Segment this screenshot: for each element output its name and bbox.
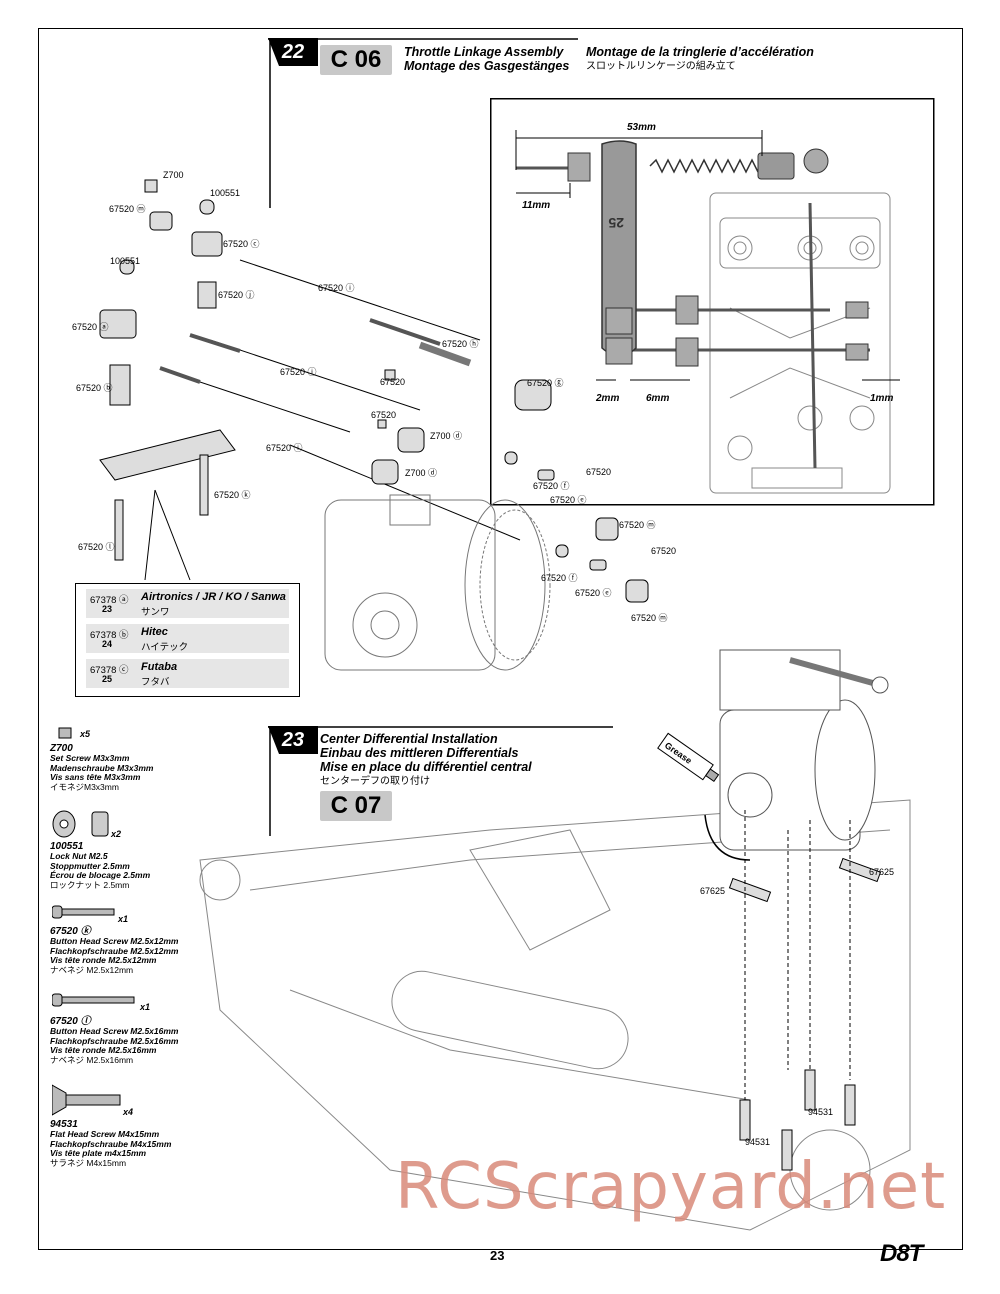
watermark: RCScrapyard.net <box>395 1150 947 1224</box>
step-23-header-rules <box>268 726 613 836</box>
label-67520j: 67520 ⓙ <box>218 290 255 300</box>
part-67520l: 67520 ⓛ Button Head Screw M2.5x16mm Flac… <box>50 1016 179 1065</box>
label-67520i-1: 67520 ⓘ <box>318 283 355 293</box>
step-22-header-rule <box>269 38 271 208</box>
label-94531-1: 94531 <box>808 1107 834 1117</box>
label-67520l: 67520 ⓛ <box>78 542 115 552</box>
flat-head-screw-icon <box>52 1084 121 1116</box>
label-z700-5: 67520 <box>651 546 677 556</box>
chassis-diagram <box>199 649 911 1231</box>
label-z700-4: 67520 <box>586 467 612 477</box>
label-67520m-1: 67520 ⓜ <box>109 204 146 214</box>
label-67520i-2: 67520 ⓘ <box>280 367 317 377</box>
dim-11mm: 11mm <box>522 200 551 211</box>
label-67520a: 67520 ⓐ <box>72 322 109 332</box>
z700-qty: x5 <box>80 729 91 739</box>
lock-nut-icon <box>52 810 109 838</box>
dim-6mm: 6mm <box>646 393 670 404</box>
step-22-title-fr: Montage de la tringlerie d’accélération <box>586 45 814 59</box>
button-head-screw-12-icon <box>52 905 115 919</box>
label-67520d-1: Z700 ⓓ <box>430 431 463 441</box>
screw-16-qty: x1 <box>140 1002 151 1012</box>
dim-53mm: 53mm <box>627 122 656 133</box>
label-z700-1: Z700 <box>163 170 184 180</box>
label-67520m-3: 67520 ⓜ <box>631 613 668 623</box>
label-z700-2: 67520 <box>380 377 406 387</box>
label-67520m-2: 67520 ⓜ <box>619 520 656 530</box>
button-head-screw-16-icon <box>52 993 135 1007</box>
label-100551-1: 100551 <box>210 188 241 198</box>
step-23-number: 23 <box>268 726 318 754</box>
label-67520i-3: 67520 ⓘ <box>266 443 303 453</box>
label-67520b: 67520 ⓑ <box>76 383 113 393</box>
part-z700: Z700 Set Screw M3x3mm Madenschraube M3x3… <box>50 743 154 792</box>
step-22-code: C 06 <box>320 45 392 75</box>
step-23-title-fr: Mise en place du différentiel central <box>320 760 532 774</box>
label-100551-2: 100551 <box>110 256 141 266</box>
dim-2mm: 2mm <box>596 393 620 404</box>
part-94531: 94531 Flat Head Screw M4x15mm Flachkopfs… <box>50 1119 172 1168</box>
step-22-top-rule <box>268 38 578 40</box>
lock-nut-qty: x2 <box>111 829 122 839</box>
svg-text:25: 25 <box>608 215 624 231</box>
page-number: 23 <box>490 1248 505 1263</box>
step-23-title-de: Einbau des mittleren Differentials <box>320 746 519 760</box>
label-67520e-2: 67520 ⓔ <box>575 588 612 598</box>
label-67520h: 67520 ⓗ <box>442 339 479 349</box>
label-67520d-2: Z700 ⓓ <box>405 468 438 478</box>
step-23-title-en: Center Differential Installation <box>320 732 498 746</box>
servo-horn-table: 67378 ⓐ 23 Airtronics / JR / KO / Sanwa … <box>75 583 300 697</box>
throttle-linkage-exploded-diagram <box>99 179 649 671</box>
step-23-title-jp: センターデフの取り付け <box>320 776 430 787</box>
step-23-code: C 07 <box>320 791 392 821</box>
dim-1mm: 1mm <box>870 393 894 404</box>
servo-horn-row-futaba: 67378 ⓒ 25 Futaba フタバ <box>86 659 289 688</box>
d8t-logo: D8T <box>880 1240 923 1267</box>
label-94531-2: 94531 <box>745 1137 771 1147</box>
label-67625-1: 67625 <box>700 886 726 896</box>
page-frame <box>38 28 963 1250</box>
label-z700-3: 67520 <box>371 410 397 420</box>
label-67520g: 67520 ⓖ <box>527 378 564 388</box>
servo-horn-row-hitec: 67378 ⓑ 24 Hitec ハイテック <box>86 624 289 653</box>
label-67625-2: 67625 <box>869 867 895 877</box>
part-100551: 100551 Lock Nut M2.5 Stoppmutter 2.5mm É… <box>50 841 151 890</box>
part-67520k: 67520 ⓚ Button Head Screw M2.5x12mm Flac… <box>50 926 179 975</box>
step-22-title-jp: スロットルリンケージの組み立て <box>586 61 736 72</box>
label-67520e-1: 67520 ⓔ <box>550 495 587 505</box>
screw-12-qty: x1 <box>118 914 129 924</box>
set-screw-icon <box>58 727 72 739</box>
step-22-title-en: Throttle Linkage Assembly <box>404 45 564 59</box>
servo-horn-row-airtronics: 67378 ⓐ 23 Airtronics / JR / KO / Sanwa … <box>86 589 289 618</box>
label-67520k: 67520 ⓚ <box>214 490 251 500</box>
label-67520c: 67520 ⓒ <box>223 239 260 249</box>
linkage-detail-diagram: 25 <box>490 98 935 506</box>
step-22-title-de: Montage des Gasgestänges <box>404 59 570 73</box>
flat-screw-qty: x4 <box>123 1107 134 1117</box>
label-67520f-2: 67520 ⓕ <box>541 573 578 583</box>
label-67520f-1: 67520 ⓕ <box>533 481 570 491</box>
